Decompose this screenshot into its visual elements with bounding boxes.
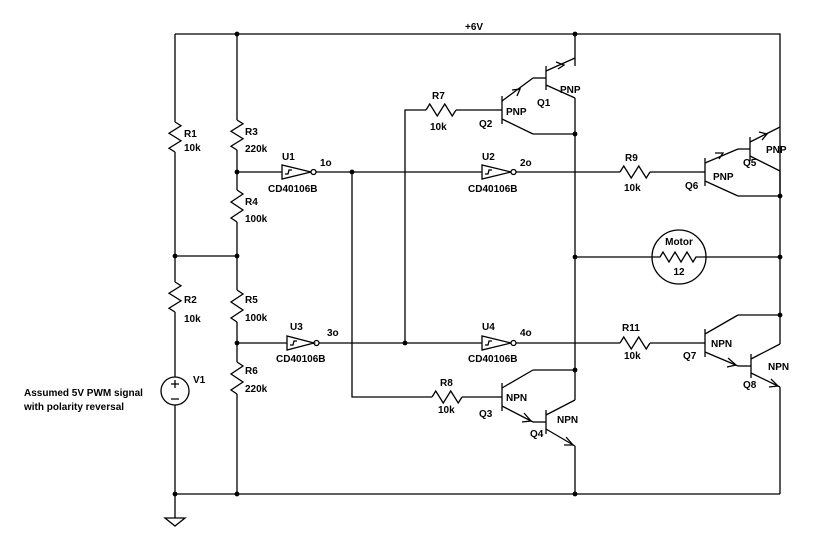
u1-part: CD40106B: [268, 184, 317, 195]
r7-ref: R7: [432, 91, 445, 102]
r11-ref: R11: [622, 323, 640, 334]
r2-ref: R2: [184, 295, 197, 306]
inverter-u4: [481, 335, 517, 351]
schmitt-trigger-icon: [485, 340, 492, 346]
transistor-q7: [700, 314, 739, 368]
u4-part: CD40106B: [468, 354, 517, 365]
q8-type: NPN: [768, 362, 789, 373]
inverter-u3: [286, 335, 320, 351]
resistor-r3: [229, 119, 245, 151]
resistor-r4: [229, 189, 245, 223]
q7-ref: Q7: [683, 351, 697, 362]
u4-output: 4o: [520, 328, 532, 339]
r5-value: 100k: [245, 313, 268, 324]
motor: Motor 12: [651, 229, 707, 285]
junctions: [172, 31, 783, 497]
q8-ref: Q8: [743, 380, 757, 391]
r4-ref: R4: [245, 197, 258, 208]
r1-value: 10k: [184, 143, 201, 154]
r8-value: 10k: [438, 405, 455, 416]
q1-type: PNP: [560, 85, 581, 96]
u2-ref: U2: [482, 152, 495, 163]
q3-type: NPN: [506, 393, 527, 404]
voltage-source-v1: [160, 376, 190, 406]
r5-ref: R5: [245, 295, 258, 306]
q7-type: NPN: [711, 339, 732, 350]
u1-ref: U1: [282, 152, 295, 163]
transistor-q6: [700, 148, 739, 197]
r9-ref: R9: [625, 153, 638, 164]
r1-ref: R1: [184, 129, 197, 140]
q6-ref: Q6: [685, 181, 699, 192]
transistor-q2: [497, 77, 534, 135]
r8-ref: R8: [440, 378, 453, 389]
r11-value: 10k: [624, 351, 641, 362]
transistor-q3: [497, 369, 534, 423]
ground-icon: [163, 517, 187, 527]
r7-value: 10k: [430, 122, 447, 133]
u3-output: 3o: [327, 328, 339, 339]
transistor-q4: [533, 370, 576, 447]
q4-ref: Q4: [530, 429, 544, 440]
q1-ref: Q1: [537, 98, 551, 109]
q4-type: NPN: [557, 415, 578, 426]
r3-value: 220k: [245, 144, 268, 155]
resistor-r6: [229, 361, 245, 395]
u2-part: CD40106B: [468, 184, 517, 195]
u4-ref: U4: [482, 322, 495, 333]
q5-ref: Q5: [743, 158, 757, 169]
q5-type: PNP: [766, 145, 787, 156]
resistor-r9: [619, 164, 651, 180]
q6-type: PNP: [713, 172, 734, 183]
q3-ref: Q3: [479, 409, 493, 420]
transistor-q1: [533, 57, 576, 134]
q2-type: PNP: [506, 107, 527, 118]
motor-value: 12: [673, 267, 685, 278]
u3-part: CD40106B: [276, 354, 325, 365]
r6-value: 220k: [245, 384, 268, 395]
u3-ref: U3: [290, 322, 303, 333]
r9-value: 10k: [624, 183, 641, 194]
wires: [174, 33, 781, 518]
schmitt-trigger-icon: [485, 169, 492, 175]
r4-value: 100k: [245, 214, 268, 225]
resistor-r8: [431, 389, 463, 405]
schmitt-trigger-icon: [290, 340, 297, 346]
resistor-r1: [167, 121, 183, 153]
transistor-q5: [738, 126, 781, 196]
r2-value: 10k: [184, 314, 201, 325]
schmitt-trigger-icon: [285, 169, 292, 175]
inverter-u2: [481, 164, 517, 180]
source-note-line1: Assumed 5V PWM signal: [24, 388, 143, 399]
q2-ref: Q2: [479, 119, 493, 130]
resistor-r5: [229, 289, 245, 323]
r6-ref: R6: [245, 366, 258, 377]
transistor-q8: [738, 315, 781, 388]
supply-label: +6V: [465, 22, 483, 33]
source-note-line2: with polarity reversal: [23, 402, 124, 413]
resistor-r2: [167, 281, 183, 313]
v1-ref: V1: [193, 375, 206, 386]
motor-label: Motor: [665, 237, 693, 248]
u1-output: 1o: [320, 158, 332, 169]
labels: +6V R1 10k R2 10k R3 220k R4 100k R5 100…: [23, 22, 789, 440]
resistor-r7: [425, 102, 457, 118]
u2-output: 2o: [520, 158, 532, 169]
r3-ref: R3: [245, 127, 258, 138]
resistor-r11: [619, 335, 651, 351]
inverter-u1: [281, 164, 317, 180]
